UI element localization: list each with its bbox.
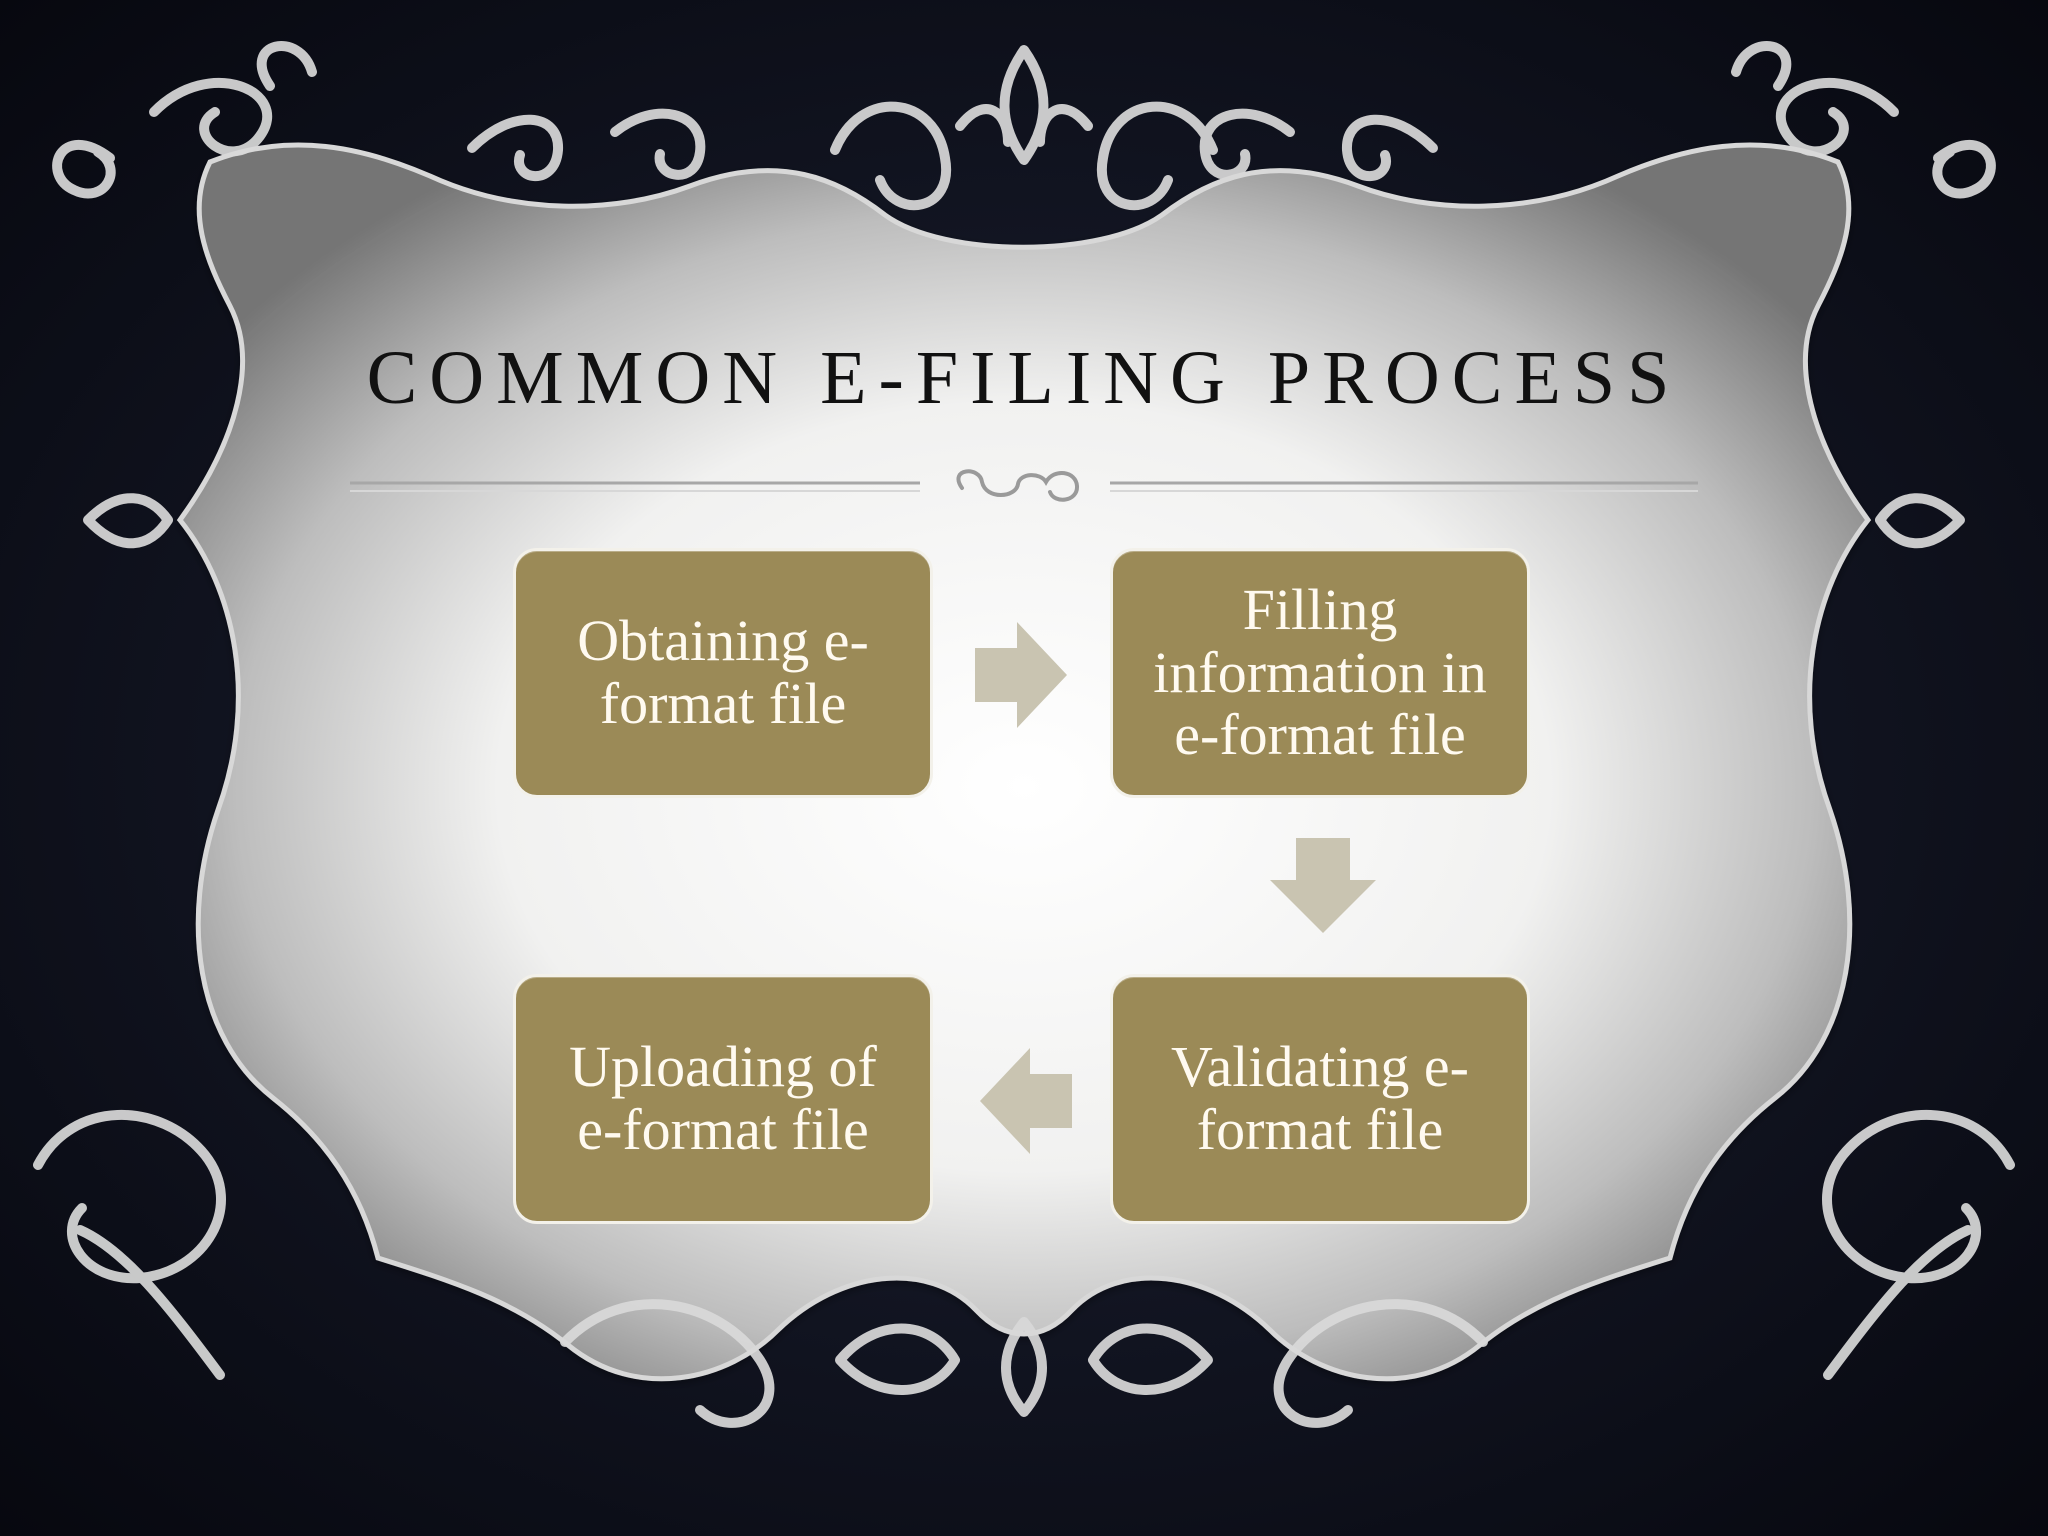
- title-divider: [350, 469, 1698, 502]
- slide-title: COMMON E-FILING PROCESS: [366, 336, 1682, 420]
- arrow-right-icon: [975, 622, 1067, 728]
- process-step-label: Obtaining e- format file: [577, 608, 869, 736]
- frame-body: [176, 142, 1872, 1382]
- process-step-label: Uploading of e-format file: [569, 1034, 877, 1162]
- arrow-left-icon: [980, 1048, 1072, 1154]
- arrow-down-icon: [1270, 838, 1376, 933]
- process-step-filling: Filling information in e-format file: [1110, 548, 1530, 798]
- process-step-obtaining: Obtaining e- format file: [513, 548, 933, 798]
- divider-flourish-icon: [956, 469, 1079, 502]
- process-step-label: Validating e- format file: [1171, 1034, 1469, 1162]
- frame-ornaments: [33, 41, 2015, 1428]
- process-step-uploading: Uploading of e-format file: [513, 974, 933, 1224]
- process-step-label: Filling information in e-format file: [1153, 577, 1487, 768]
- process-step-validating: Validating e- format file: [1110, 974, 1530, 1224]
